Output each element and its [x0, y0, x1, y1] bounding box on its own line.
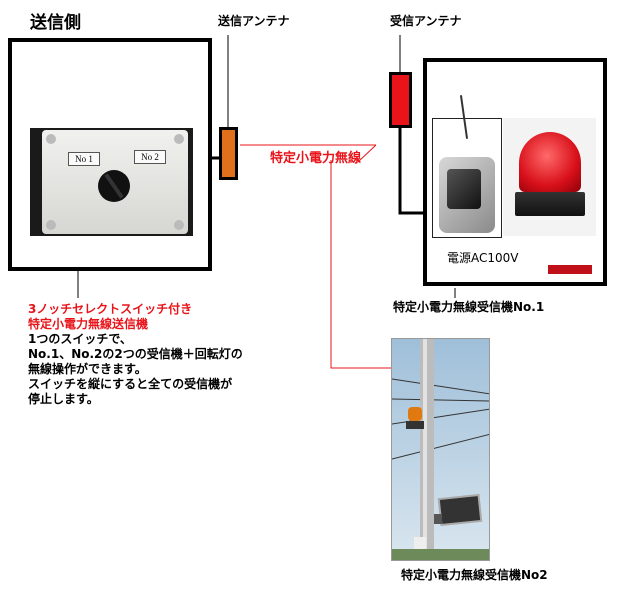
switch-label-no2: No 2 — [134, 150, 166, 164]
receiver-body — [439, 157, 495, 233]
tx-antenna-label: 送信アンテナ — [218, 14, 290, 29]
selector-switch-box: No 1 No 2 — [30, 128, 193, 236]
transmitter-side-title: 送信側 — [30, 8, 81, 33]
rx-antenna-label: 受信アンテナ — [390, 14, 462, 29]
box-screw — [46, 220, 56, 230]
pole-photo-graphic — [392, 339, 490, 561]
receiver1-caption: 特定小電力無線受信機No.1 — [393, 300, 544, 315]
maker-logo — [548, 265, 592, 274]
receiver2-caption: 特定小電力無線受信機No2 — [401, 568, 548, 583]
description-line: 特定小電力無線送信機 — [28, 317, 243, 332]
tx-antenna — [219, 127, 238, 180]
description-line: 無線操作ができます。 — [28, 362, 243, 377]
box-screw — [46, 134, 56, 144]
description-line: 停止します。 — [28, 392, 243, 407]
switch-label-no1: No 1 — [68, 152, 100, 166]
wireless-label: 特定小電力無線 — [270, 147, 361, 166]
description-line: 3ノッチセレクトスイッチ付き — [28, 302, 243, 317]
transmitter-description: 3ノッチセレクトスイッチ付き 特定小電力無線送信機 1つのスイッチで、 No.1… — [28, 302, 243, 407]
description-line: スイッチを縦にすると全ての受信機が — [28, 377, 243, 392]
description-line: 1つのスイッチで、 — [28, 332, 243, 347]
rotating-beacon — [503, 118, 596, 236]
receiver-window — [447, 169, 481, 209]
wireless-link-no2 — [331, 160, 392, 368]
utility-pole-photo — [391, 338, 490, 561]
beacon-base — [515, 192, 585, 216]
power-label: 電源AC100V — [447, 249, 519, 266]
beacon-dome-icon — [519, 132, 581, 192]
selector-knob-icon[interactable] — [98, 170, 130, 202]
receiver-unit — [432, 118, 502, 238]
rx-antenna — [389, 72, 412, 128]
box-screw — [174, 134, 184, 144]
description-line: No.1、No.2の2つの受信機＋回転灯の — [28, 347, 243, 362]
box-screw — [174, 220, 184, 230]
